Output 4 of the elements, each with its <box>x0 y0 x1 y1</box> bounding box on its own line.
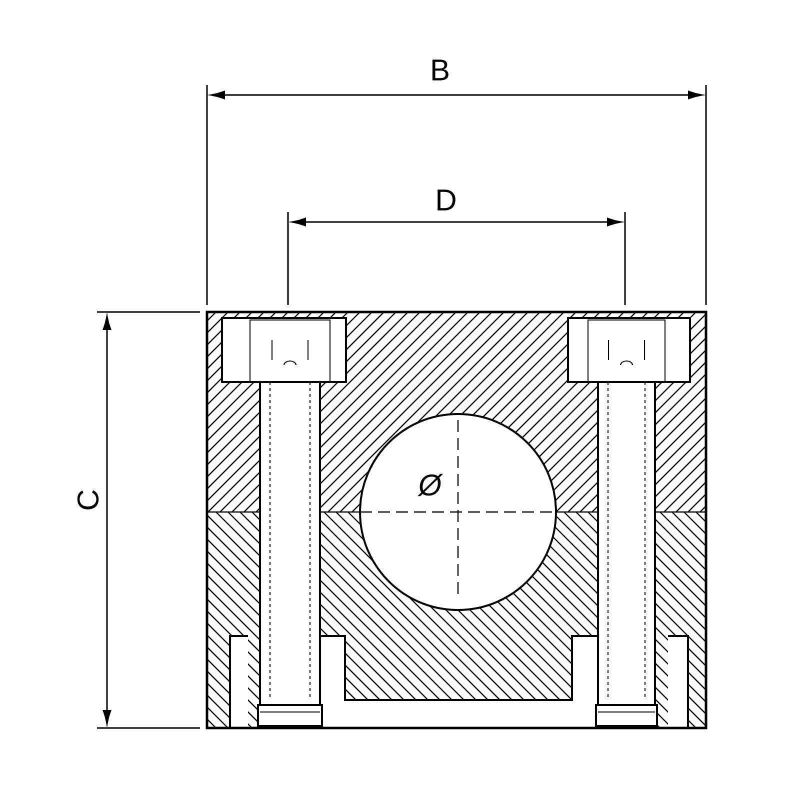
dimension-label: B <box>432 60 448 80</box>
dimension-label: C <box>77 490 99 510</box>
diameter-symbol: Ø <box>418 474 444 496</box>
dimension-label: D <box>438 190 456 210</box>
